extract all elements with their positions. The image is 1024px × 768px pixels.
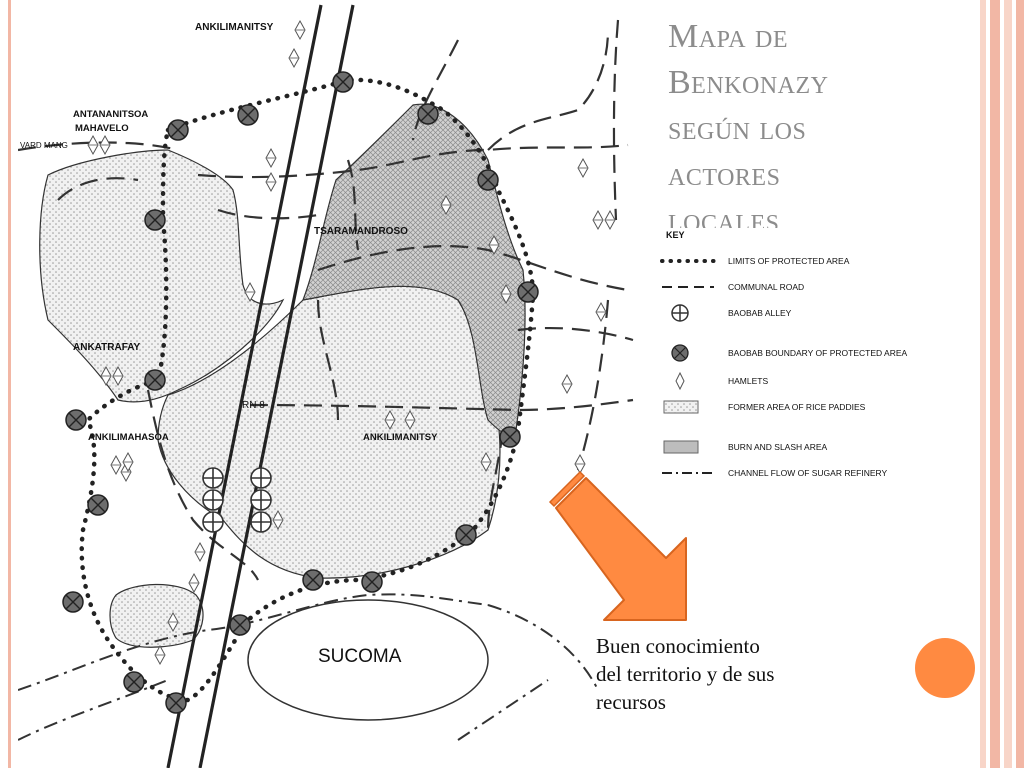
- legend-label: HAMLETS: [728, 376, 769, 386]
- legend-item-baobab-alley: BAOBAB ALLEY: [658, 302, 948, 324]
- burn-slash-swatch-icon: [663, 440, 699, 454]
- label-ankilimahasoa: ANKILIMAHASOA: [88, 432, 169, 443]
- legend-label: BAOBAB BOUNDARY OF PROTECTED AREA: [728, 348, 908, 358]
- caption-line: Buen conocimiento: [596, 634, 760, 658]
- slide-caption: Buen conocimiento del territorio y de su…: [596, 632, 896, 716]
- left-border-rule: [8, 0, 11, 768]
- legend-label: LIMITS OF PROTECTED AREA: [728, 256, 850, 266]
- title-line: según los: [668, 110, 807, 147]
- title-line: Benkonazy: [668, 64, 829, 101]
- map-legend: KEY LIMITS OF PROTECTED AREA COMMUNAL RO…: [658, 224, 948, 494]
- legend-key-title: KEY: [666, 230, 685, 240]
- label-tsaramandroso: TSARAMANDROSO: [314, 226, 408, 237]
- label-rn8: RN 8: [242, 400, 265, 411]
- dash-dot-line-icon: [662, 472, 714, 474]
- legend-label: FORMER AREA OF RICE PADDIES: [728, 402, 866, 412]
- legend-label: BAOBAB ALLEY: [728, 308, 792, 318]
- label-antananitsoa: ANTANANITSOA: [73, 109, 148, 120]
- caption-line: del territorio y de sus: [596, 662, 775, 686]
- orange-arrow-icon: [548, 470, 687, 621]
- label-sucoma: SUCOMA: [318, 646, 402, 667]
- slide-title: Mapa de Benkonazy según los actores loca…: [668, 14, 968, 228]
- title-line: Mapa de: [668, 18, 789, 55]
- rice-paddy-area-south: [109, 583, 204, 648]
- legend-item-hamlets: HAMLETS: [658, 370, 948, 392]
- legend-item-channel-flow: CHANNEL FLOW OF SUGAR REFINERY: [658, 462, 948, 484]
- legend-item-communal-road: COMMUNAL ROAD: [658, 276, 948, 298]
- rice-paddy-area-west: [39, 149, 285, 403]
- legend-label: BURN AND SLASH AREA: [728, 442, 828, 452]
- right-decorative-stripes: [980, 0, 1024, 768]
- benkonazy-map: ANKILIMANITSY ANTANANITSOA MAHAVELO VARD…: [18, 4, 634, 768]
- hamlet-icon: [675, 371, 685, 391]
- title-line: locales: [668, 202, 780, 228]
- rn8-highway: [166, 4, 355, 768]
- decorative-orange-circle: [915, 638, 975, 698]
- label-mahavelo: MAHAVELO: [75, 123, 129, 134]
- label-ankilimanitsy-north: ANKILIMANITSY: [195, 22, 274, 33]
- baobab-boundary-icon: [671, 344, 689, 362]
- rice-paddy-swatch-icon: [663, 400, 699, 414]
- title-line: actores: [668, 156, 781, 193]
- label-ankilimanitsy-south: ANKILIMANITSY: [363, 432, 438, 443]
- legend-item-rice-paddies: FORMER AREA OF RICE PADDIES: [658, 396, 948, 418]
- legend-item-burn-slash: BURN AND SLASH AREA: [658, 436, 948, 458]
- dashed-line-icon: [662, 286, 714, 288]
- dotted-line-icon: [660, 259, 716, 263]
- label-ankatrafay: ANKATRAFAY: [73, 342, 141, 353]
- caption-line: recursos: [596, 690, 666, 714]
- legend-label: CHANNEL FLOW OF SUGAR REFINERY: [728, 468, 888, 478]
- legend-label: COMMUNAL ROAD: [728, 282, 805, 292]
- legend-item-protected-limit: LIMITS OF PROTECTED AREA: [658, 250, 948, 272]
- legend-item-baobab-boundary: BAOBAB BOUNDARY OF PROTECTED AREA: [658, 342, 948, 364]
- baobab-alley-icon: [671, 304, 689, 322]
- sucoma-ellipse: [247, 599, 489, 721]
- label-ward: VARD MANG: [20, 141, 68, 150]
